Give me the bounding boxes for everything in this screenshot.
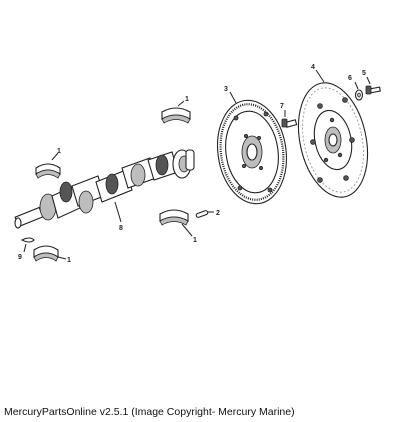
crankshaft-key[interactable] — [20, 237, 35, 243]
callout-9: 9 — [18, 254, 22, 261]
callout-4: 4 — [311, 64, 315, 71]
callout-6: 6 — [348, 75, 352, 82]
exploded-parts-diagram: 1 1 8 9 1 — [14, 64, 381, 264]
callout-5: 5 — [362, 70, 366, 77]
plate-bolt[interactable] — [365, 85, 381, 95]
callout-1d: 1 — [193, 237, 197, 244]
dowel-pin[interactable] — [195, 210, 209, 218]
flywheel[interactable] — [211, 96, 293, 208]
callout-1c: 1 — [67, 257, 71, 264]
callout-1a: 1 — [57, 148, 61, 155]
callout-8: 8 — [119, 225, 123, 232]
bearing-shell-lower-middle[interactable] — [159, 209, 189, 226]
flywheel-bolt[interactable] — [281, 118, 298, 128]
bearing-shell-upper-left[interactable] — [35, 163, 61, 179]
callout-2: 2 — [216, 210, 220, 217]
image-caption: MercuryPartsOnline v2.5.1 (Image Copyrig… — [4, 406, 295, 418]
callout-1b: 1 — [185, 96, 189, 103]
bearing-shell-upper-middle[interactable] — [161, 107, 191, 124]
callout-7: 7 — [280, 103, 284, 110]
callout-3: 3 — [224, 86, 228, 93]
bearing-shell-lower-left[interactable] — [33, 245, 59, 262]
crankshaft[interactable] — [14, 149, 195, 229]
washer[interactable] — [354, 89, 364, 101]
drive-plate[interactable] — [289, 76, 378, 203]
